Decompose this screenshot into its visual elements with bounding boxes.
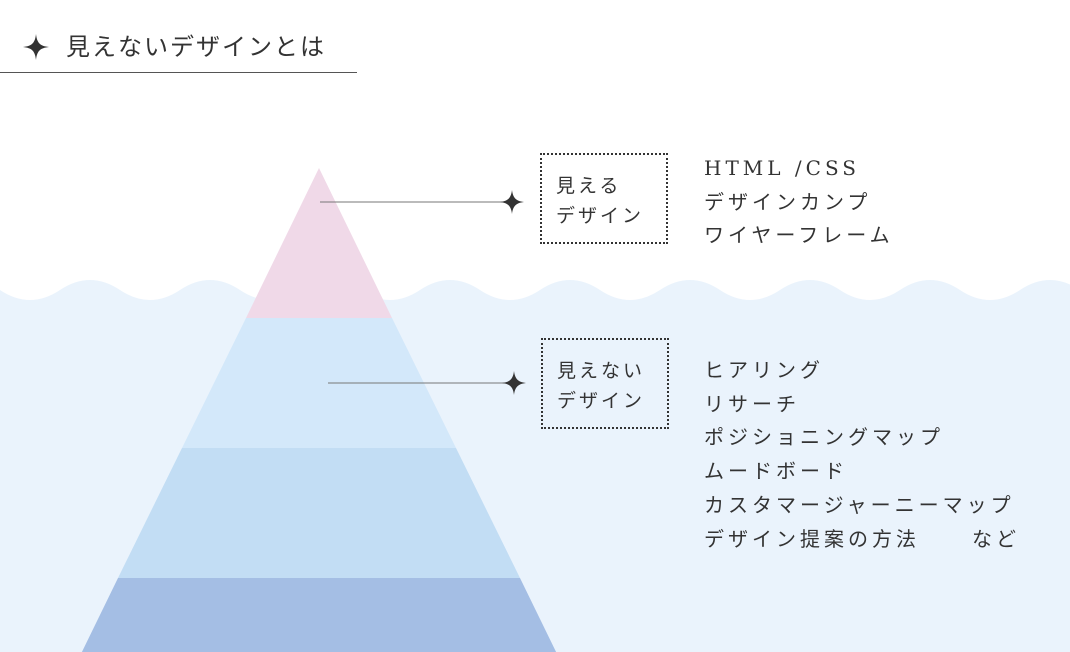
pyramid-tier-4: [81, 578, 557, 652]
list-item: デザインカンプ: [704, 189, 872, 214]
list-item: リサーチ: [704, 391, 800, 416]
section-header: 見えないデザインとは: [0, 0, 357, 73]
list-item: HTML /CSS: [704, 156, 860, 180]
page-title: 見えないデザインとは: [66, 33, 326, 61]
invisible-label-line-2: デザイン: [557, 390, 646, 412]
header-divider: [0, 72, 357, 73]
pyramid-tier-visible: [246, 168, 392, 318]
sparkle-icon: [23, 34, 49, 60]
list-item: ヒアリング: [704, 358, 824, 382]
pyramid-tier-3: [118, 448, 520, 578]
list-item-text: デザイン提案の方法: [704, 526, 920, 551]
list-item: カスタマージャーニーマップ: [704, 492, 1015, 517]
list-item: ワイヤーフレーム: [704, 223, 894, 248]
list-item: デザイン提案の方法 など: [704, 523, 1020, 557]
visible-label-line-2: デザイン: [556, 205, 645, 227]
list-item: ムードボード: [704, 459, 848, 484]
pyramid-tier-2: [182, 318, 456, 448]
invisible-label-line-1: 見えない: [557, 360, 646, 382]
sparkle-icon-invisible: [502, 371, 526, 395]
list-item: ポジショニングマップ: [704, 425, 944, 450]
visible-label-line-1: 見える: [556, 175, 622, 197]
invisible-design-label: 見えない デザイン: [541, 338, 669, 429]
sparkle-icon-visible: [500, 190, 524, 214]
invisible-design-list: ヒアリング リサーチ ポジショニングマップ ムードボード カスタマージャーニーマ…: [704, 354, 1020, 556]
visible-design-label: 見える デザイン: [540, 153, 668, 244]
list-suffix-etc: など: [972, 526, 1020, 551]
visible-design-list: HTML /CSS デザインカンプ ワイヤーフレーム: [704, 152, 894, 253]
